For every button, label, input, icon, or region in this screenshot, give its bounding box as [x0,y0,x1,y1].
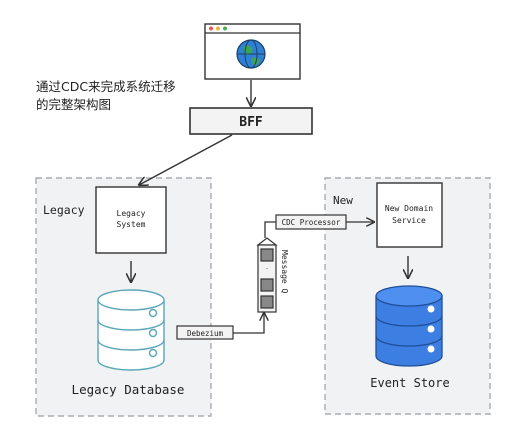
connector-queue-to-cdc [264,221,276,238]
event-store-label: Event Store [370,376,449,390]
bff-box [189,107,313,135]
new-group-label: New [333,194,353,207]
cdc-processor-label: CDC Processor [282,218,341,227]
queue-icon: · [256,237,278,313]
globe-icon [236,39,266,69]
debezium-label: Debezium [187,329,224,338]
event-store-database-icon [375,285,443,367]
arrow-bff-to-legacy [139,134,233,185]
caption-line-1: 通过CDC来完成系统迁移 [36,79,176,94]
legacy-database-label: Legacy Database [72,382,185,397]
svg-text:·: · [266,265,268,273]
legacy-system-box [95,186,167,254]
legacy-system-line-2: System [117,220,146,229]
legacy-system-line-1: Legacy [117,209,146,218]
new-domain-service-box [376,182,443,248]
caption-line-2: 的完整架构图 [36,97,111,112]
message-queue-label: Message Q [280,250,289,294]
connector-debezium-to-queue [233,313,264,334]
bff-label: BFF [239,115,263,130]
legacy-group-label: Legacy [43,203,85,217]
new-domain-service-line-1: New Domain [385,204,433,213]
legacy-database-icon [97,289,165,371]
new-domain-service-line-2: Service [392,216,426,225]
